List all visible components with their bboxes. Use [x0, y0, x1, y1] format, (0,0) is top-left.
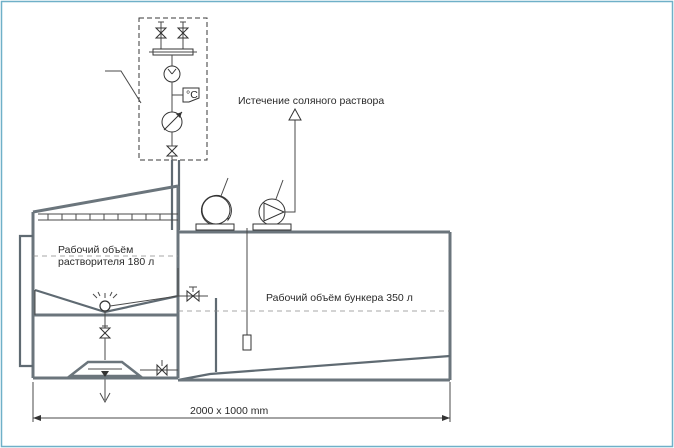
- level-sensor-icon: [242, 334, 252, 351]
- blower-icon: [195, 177, 235, 231]
- spray-nozzle-icon: [92, 291, 118, 312]
- outflow-arrow-icon: [288, 107, 302, 121]
- solvent-volume-label-1: Рабочий объём: [58, 244, 133, 256]
- instrument-leader-line: [105, 70, 142, 104]
- thermometer-unit-label: °С: [186, 89, 198, 101]
- bottom-transfer-valve-icon: [156, 360, 168, 377]
- side-valve-icon: [186, 286, 200, 303]
- drain-arrow-icon: [99, 392, 111, 404]
- bottom-filter: [66, 360, 144, 378]
- thermometer-icon: °С: [172, 87, 200, 103]
- solvent-volume-label-2: растворителя 180 л: [58, 256, 154, 268]
- dimensions-label: 2000 x 1000 mm: [190, 405, 268, 417]
- top-valve-right-icon: [176, 21, 190, 50]
- nozzle-valve-icon: [98, 325, 112, 339]
- top-valve-left-icon: [154, 21, 168, 50]
- bunker-volume-label: Рабочий объём бункера 350 л: [266, 292, 413, 304]
- pump-icon: [252, 179, 292, 231]
- side-return-pipe: [18, 234, 33, 368]
- bunker-tank: [177, 230, 452, 382]
- dimension-line: [32, 382, 451, 422]
- sieve-grid: [38, 213, 178, 221]
- pressure-gauge-icon: [163, 65, 181, 83]
- dissolver-tank: [31, 184, 180, 378]
- outflow-label: Истечение соляного раствора: [238, 95, 384, 107]
- box-bottom-valve-icon: [165, 145, 179, 157]
- flow-meter-icon: [161, 111, 183, 133]
- outflow-pipe: [285, 118, 296, 213]
